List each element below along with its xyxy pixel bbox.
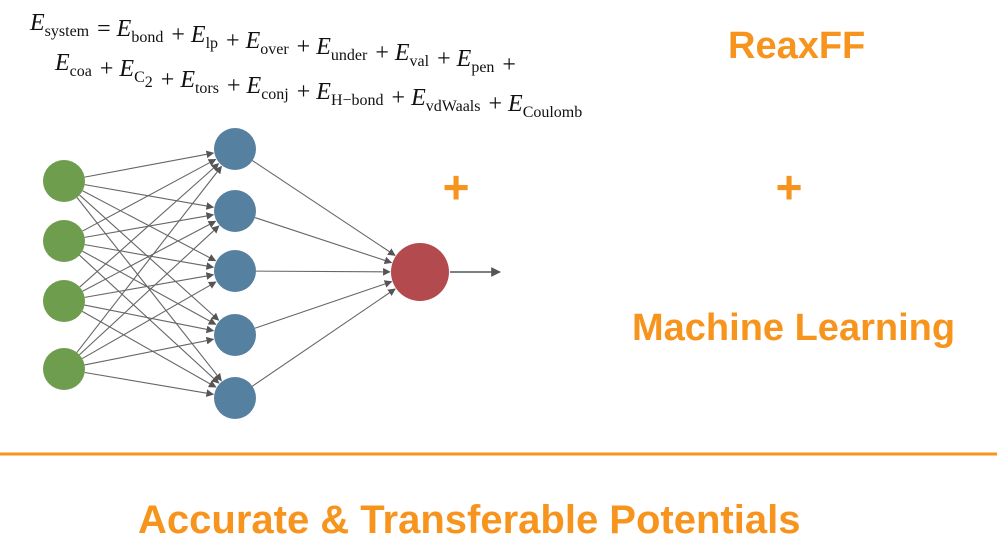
equation-subscript: vdWaals <box>426 98 481 115</box>
equation-symbol: E <box>29 10 45 36</box>
input-node <box>43 348 85 390</box>
equation-operator: + <box>392 85 406 111</box>
equation-operator: = <box>97 16 111 42</box>
network-edge <box>84 150 215 178</box>
output-node <box>391 243 449 301</box>
network-edge <box>84 371 215 397</box>
network-edge <box>255 267 391 276</box>
network-nodes <box>43 128 449 419</box>
equation-symbol: E <box>456 46 472 72</box>
machine-learning-label: Machine Learning <box>632 307 955 349</box>
equation-subscript: H−bond <box>331 92 384 109</box>
equation-symbol: E <box>246 73 262 99</box>
equation-symbol: E <box>116 16 132 42</box>
equation-subscript: tors <box>195 80 219 97</box>
network-edge <box>82 250 217 325</box>
input-node <box>43 220 85 262</box>
equation-symbol: E <box>54 50 70 76</box>
network-edge <box>252 288 396 387</box>
equation-symbol: E <box>315 34 331 60</box>
equation-operator: + <box>437 46 451 72</box>
network-edge <box>84 304 215 334</box>
network-edge <box>79 194 220 321</box>
equation-subscript: coa <box>70 63 92 80</box>
equation-operator: + <box>161 67 175 93</box>
hidden-node <box>214 377 256 419</box>
equation-subscript: bond <box>131 29 163 46</box>
equation-operator: + <box>375 40 389 66</box>
network-edge <box>79 254 220 384</box>
equation-sub-subscript: 2 <box>145 74 153 91</box>
network-edge <box>76 165 222 353</box>
equation-subscript: over <box>260 41 289 58</box>
equation-symbol: E <box>118 56 134 82</box>
equation-symbol: E <box>179 67 195 93</box>
equation-subscript: val <box>410 53 430 70</box>
equation-operator: + <box>227 73 241 99</box>
equation-symbol: E <box>394 40 410 66</box>
equation-subscript: under <box>331 47 368 64</box>
equation-symbol: E <box>315 79 331 105</box>
network-edge <box>84 336 215 366</box>
plus-sign-left: + <box>443 161 470 213</box>
network-edge <box>254 217 393 265</box>
hidden-node <box>214 128 256 170</box>
bottom-title: Accurate & Transferable Potentials <box>138 498 800 539</box>
network-edge <box>81 281 217 360</box>
energy-equation: Esystem=Ebond+Elp+Eover+Eunder+Eval+Epen… <box>29 10 582 121</box>
network-edge <box>81 310 217 388</box>
equation-subscript: lp <box>206 35 218 52</box>
hidden-node <box>214 250 256 292</box>
equation-symbol: E <box>410 85 426 111</box>
equation-operator: + <box>502 52 516 78</box>
equation-operator: + <box>297 79 311 105</box>
equation-line-2: Ecoa+EC2+Etors+Econj+EH−bond+EvdWaals+EC… <box>54 50 582 121</box>
equation-operator: + <box>100 56 114 82</box>
equation-subscript: system <box>45 23 90 40</box>
equation-symbol: E <box>190 22 206 48</box>
equation-subscript: conj <box>261 86 289 103</box>
network-edge <box>84 272 215 298</box>
plus-sign-right: + <box>776 161 803 213</box>
equation-operator: + <box>171 22 185 48</box>
network-edges <box>76 150 396 397</box>
network-edge <box>79 225 220 356</box>
reaxff-label: ReaxFF <box>728 25 865 67</box>
network-edge <box>82 158 217 232</box>
equation-operator: + <box>297 34 311 60</box>
network-edge <box>84 184 215 210</box>
network-edge <box>254 280 393 329</box>
hidden-node <box>214 190 256 232</box>
equation-line-1: Esystem=Ebond+Elp+Eover+Eunder+Eval+Epen… <box>29 10 516 78</box>
network-edge <box>76 197 222 382</box>
hidden-node <box>214 314 256 356</box>
equation-operator: + <box>488 91 502 117</box>
network-edge <box>82 220 217 292</box>
network-edge <box>79 163 220 288</box>
input-node <box>43 160 85 202</box>
equation-subscript: Coulomb <box>523 104 583 121</box>
equation-symbol: E <box>245 28 261 54</box>
equation-subscript: pen <box>471 59 494 76</box>
equation-subscript: C <box>134 69 145 86</box>
equation-operator: + <box>226 28 240 54</box>
network-edge <box>252 160 396 256</box>
input-node <box>43 280 85 322</box>
equation-symbol: E <box>507 91 523 117</box>
